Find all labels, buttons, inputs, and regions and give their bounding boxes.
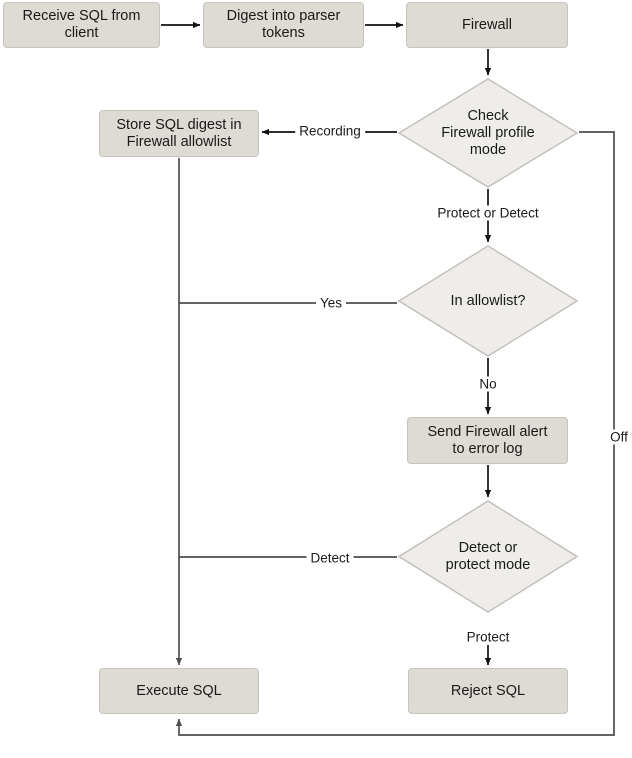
edge-checkmode-off-to-execute [175,131,615,736]
node-receive-sql[interactable]: Receive SQL from client [3,2,160,48]
diamond-shape-icon [398,500,578,613]
node-firewall[interactable]: Firewall [406,2,568,48]
node-detect-or-protect-mode[interactable]: Detect or protect mode [398,500,578,613]
node-send-firewall-alert-label: Send Firewall alert to error log [427,423,548,457]
diamond-shape-icon [398,245,578,357]
diamond-shape-icon [398,78,578,188]
node-firewall-label: Firewall [462,16,512,33]
edge-label-no: No [475,376,501,392]
node-execute-sql-label: Execute SQL [136,682,222,699]
node-reject-sql-label: Reject SQL [450,682,526,699]
edge-label-detect: Detect [306,550,354,566]
node-in-allowlist-label: In allowlist? [450,292,526,309]
node-detect-or-protect-mode-label: Detect or protect mode [445,539,531,573]
node-reject-sql[interactable]: Reject SQL [408,668,568,714]
edge-label-recording: Recording [295,123,365,139]
node-send-firewall-alert[interactable]: Send Firewall alert to error log [407,417,568,464]
node-receive-sql-label: Receive SQL from client [22,8,141,41]
node-check-firewall-profile-mode[interactable]: Check Firewall profile mode [398,78,578,188]
node-check-firewall-profile-mode-label: Check Firewall profile mode [441,107,535,158]
node-in-allowlist[interactable]: In allowlist? [398,245,578,357]
edge-label-protect: Protect [462,629,514,645]
node-store-sql-digest-label: Store SQL digest in Firewall allowlist [116,116,242,150]
edge-label-yes: Yes [315,295,347,311]
edge-label-protect-or-detect: Protect or Detect [433,205,543,221]
node-digest-tokens-label: Digest into parser tokens [226,8,341,41]
node-execute-sql[interactable]: Execute SQL [99,668,259,714]
node-digest-tokens[interactable]: Digest into parser tokens [203,2,364,48]
node-store-sql-digest[interactable]: Store SQL digest in Firewall allowlist [99,110,259,157]
edge-label-off: Off [606,429,632,445]
